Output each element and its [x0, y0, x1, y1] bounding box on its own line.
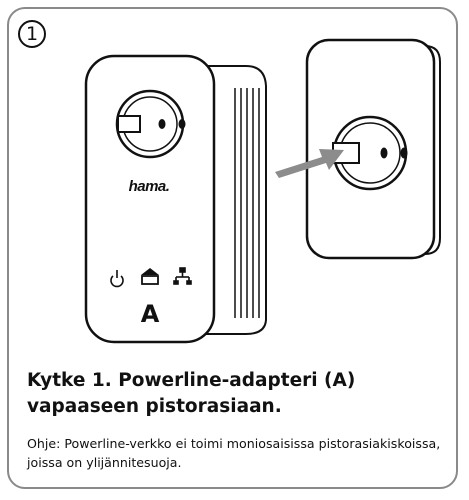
- instruction-title: Kytke 1. Powerline-adapteri (A) vapaasee…: [27, 370, 356, 417]
- powerline-illustration: [84, 38, 441, 344]
- network-icon: [173, 267, 192, 285]
- adapter-label-a: A: [140, 300, 160, 328]
- power-icon: [110, 270, 124, 288]
- wall-socket: [332, 115, 408, 191]
- step-number-badge: 1: [18, 20, 46, 48]
- arrow-right-icon: [275, 149, 344, 178]
- home-powerline-icon: [141, 268, 159, 285]
- powerline-adapter-a: [84, 54, 216, 344]
- adapter-socket: [115, 89, 186, 159]
- wall-outlet: [305, 38, 441, 260]
- hama-logo: hama.: [128, 178, 170, 195]
- instruction-note: Ohje: Powerline-verkko ei toimi moniosai…: [27, 436, 441, 470]
